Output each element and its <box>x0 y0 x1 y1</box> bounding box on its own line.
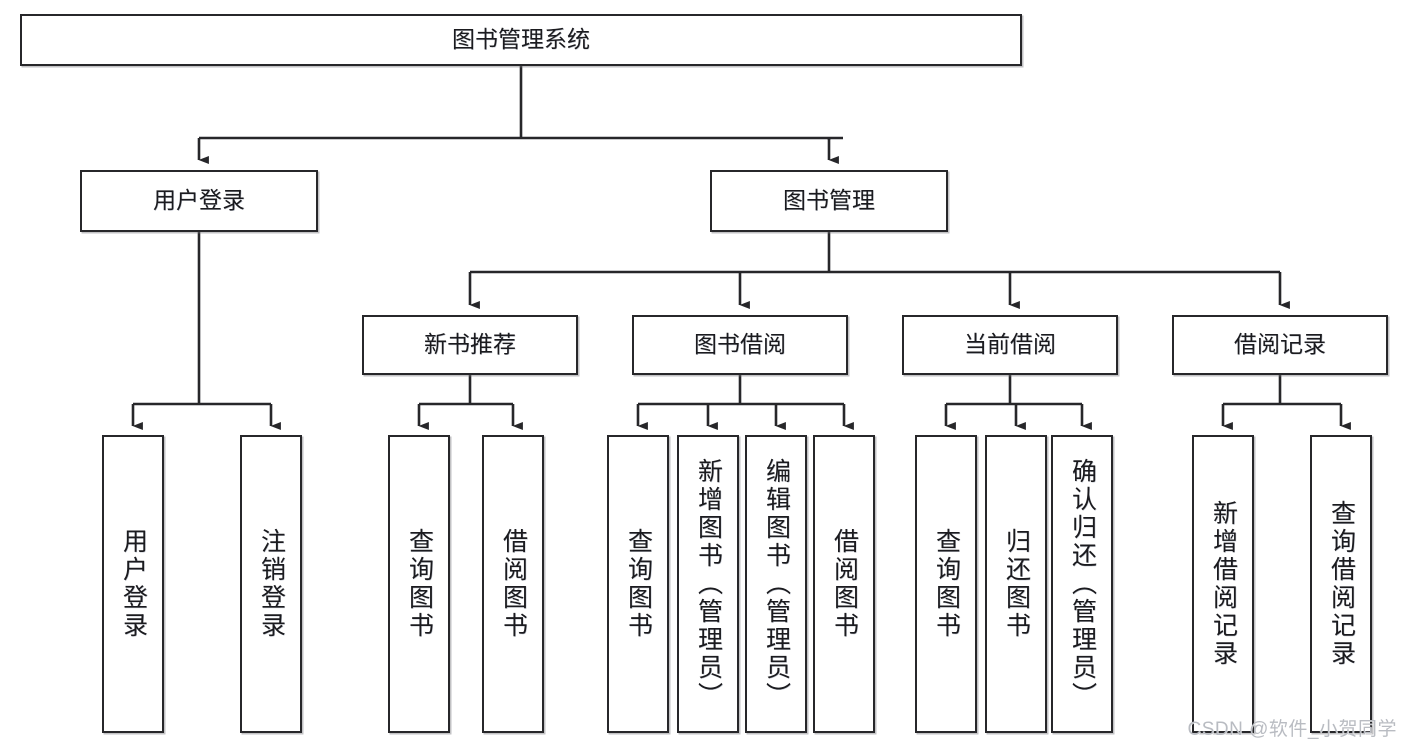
node-level2-1[interactable]: 用户登录 <box>80 170 318 232</box>
node-leaf-7[interactable]: 编辑图书（管理员） <box>745 435 807 733</box>
watermark: CSDN @软件_小贺同学 <box>1187 719 1397 740</box>
node-level3-2-label: 图书借阅 <box>694 331 786 358</box>
node-leaf-1-label: 用户登录 <box>119 528 148 640</box>
node-leaf-4[interactable]: 借阅图书 <box>482 435 544 733</box>
node-leaf-8-label: 借阅图书 <box>830 528 859 640</box>
node-leaf-9[interactable]: 查询图书 <box>915 435 977 733</box>
node-leaf-5[interactable]: 查询图书 <box>607 435 669 733</box>
node-level3-3[interactable]: 当前借阅 <box>902 315 1118 375</box>
node-level2-2[interactable]: 图书管理 <box>710 170 948 232</box>
node-level3-2[interactable]: 图书借阅 <box>632 315 848 375</box>
node-level3-4-label: 借阅记录 <box>1234 331 1326 358</box>
node-leaf-11-label: 确认归还（管理员） <box>1068 458 1097 710</box>
node-leaf-9-label: 查询图书 <box>932 528 961 640</box>
node-leaf-10[interactable]: 归还图书 <box>985 435 1047 733</box>
node-leaf-5-label: 查询图书 <box>624 528 653 640</box>
node-level3-4[interactable]: 借阅记录 <box>1172 315 1388 375</box>
node-leaf-6-label: 新增图书（管理员） <box>694 458 723 710</box>
node-root-label: 图书管理系统 <box>452 26 590 53</box>
node-leaf-11[interactable]: 确认归还（管理员） <box>1051 435 1113 733</box>
node-level3-3-label: 当前借阅 <box>964 331 1056 358</box>
node-leaf-3-label: 查询图书 <box>405 528 434 640</box>
node-leaf-13[interactable]: 查询借阅记录 <box>1310 435 1372 733</box>
node-leaf-2[interactable]: 注销登录 <box>240 435 302 733</box>
node-leaf-10-label: 归还图书 <box>1002 528 1031 640</box>
node-leaf-13-label: 查询借阅记录 <box>1327 500 1356 668</box>
node-leaf-3[interactable]: 查询图书 <box>388 435 450 733</box>
node-level2-1-label: 用户登录 <box>153 187 245 214</box>
node-root[interactable]: 图书管理系统 <box>20 14 1022 66</box>
node-leaf-12[interactable]: 新增借阅记录 <box>1192 435 1254 733</box>
node-leaf-6[interactable]: 新增图书（管理员） <box>677 435 739 733</box>
node-level3-1-label: 新书推荐 <box>424 331 516 358</box>
node-level2-2-label: 图书管理 <box>783 187 875 214</box>
node-leaf-1[interactable]: 用户登录 <box>102 435 164 733</box>
node-leaf-2-label: 注销登录 <box>257 528 286 640</box>
node-leaf-4-label: 借阅图书 <box>499 528 528 640</box>
node-leaf-8[interactable]: 借阅图书 <box>813 435 875 733</box>
node-leaf-12-label: 新增借阅记录 <box>1209 500 1238 668</box>
node-leaf-7-label: 编辑图书（管理员） <box>762 458 791 710</box>
node-level3-1[interactable]: 新书推荐 <box>362 315 578 375</box>
